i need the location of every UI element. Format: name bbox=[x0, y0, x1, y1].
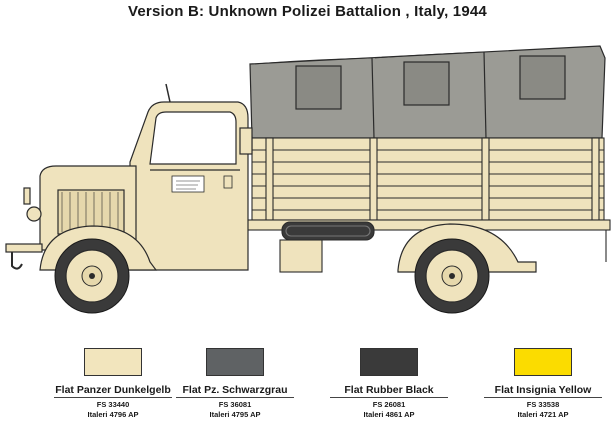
truck-profile-illustration bbox=[5, 45, 611, 314]
divider bbox=[54, 397, 172, 398]
italeri-code: Italeri 4721 AP bbox=[517, 410, 569, 419]
cab bbox=[129, 83, 253, 271]
color-chip bbox=[360, 348, 418, 376]
paint-name: Flat Rubber Black bbox=[344, 384, 434, 396]
color-chip bbox=[84, 348, 142, 376]
paint-name: Flat Panzer Dunkelgelb bbox=[55, 384, 171, 396]
fs-code: FS 26081 bbox=[372, 400, 406, 409]
fs-code: FS 33538 bbox=[526, 400, 560, 409]
divider bbox=[176, 397, 294, 398]
italeri-code: Italeri 4861 AP bbox=[363, 410, 415, 419]
paint-name: Flat Pz. Schwarzgrau bbox=[182, 384, 288, 396]
page-title: Version B: Unknown Polizei Battalion , I… bbox=[128, 3, 487, 20]
rear-wheel bbox=[414, 238, 490, 314]
divider bbox=[484, 397, 602, 398]
color-chip bbox=[206, 348, 264, 376]
divider bbox=[330, 397, 448, 398]
canvas-tarp bbox=[249, 45, 606, 139]
paint-swatch-legend: Flat Panzer Dunkelgelb FS 33440 Italeri … bbox=[0, 348, 615, 424]
cargo-bed bbox=[251, 137, 605, 221]
fs-code: FS 36081 bbox=[218, 400, 252, 409]
paint-swatch-4: Flat Insignia Yellow FS 33538 Italeri 47… bbox=[478, 348, 608, 420]
front-bumper bbox=[5, 243, 43, 270]
color-chip bbox=[514, 348, 572, 376]
paint-name: Flat Insignia Yellow bbox=[494, 384, 592, 396]
front-wheel bbox=[54, 238, 130, 314]
paint-swatch-3: Flat Rubber Black FS 26081 Italeri 4861 … bbox=[324, 348, 454, 420]
paint-swatch-2: Flat Pz. Schwarzgrau FS 36081 Italeri 47… bbox=[170, 348, 300, 420]
italeri-code: Italeri 4795 AP bbox=[209, 410, 261, 419]
fs-code: FS 33440 bbox=[96, 400, 130, 409]
paint-swatch-1: Flat Panzer Dunkelgelb FS 33440 Italeri … bbox=[48, 348, 178, 420]
italeri-code: Italeri 4796 AP bbox=[87, 410, 139, 419]
